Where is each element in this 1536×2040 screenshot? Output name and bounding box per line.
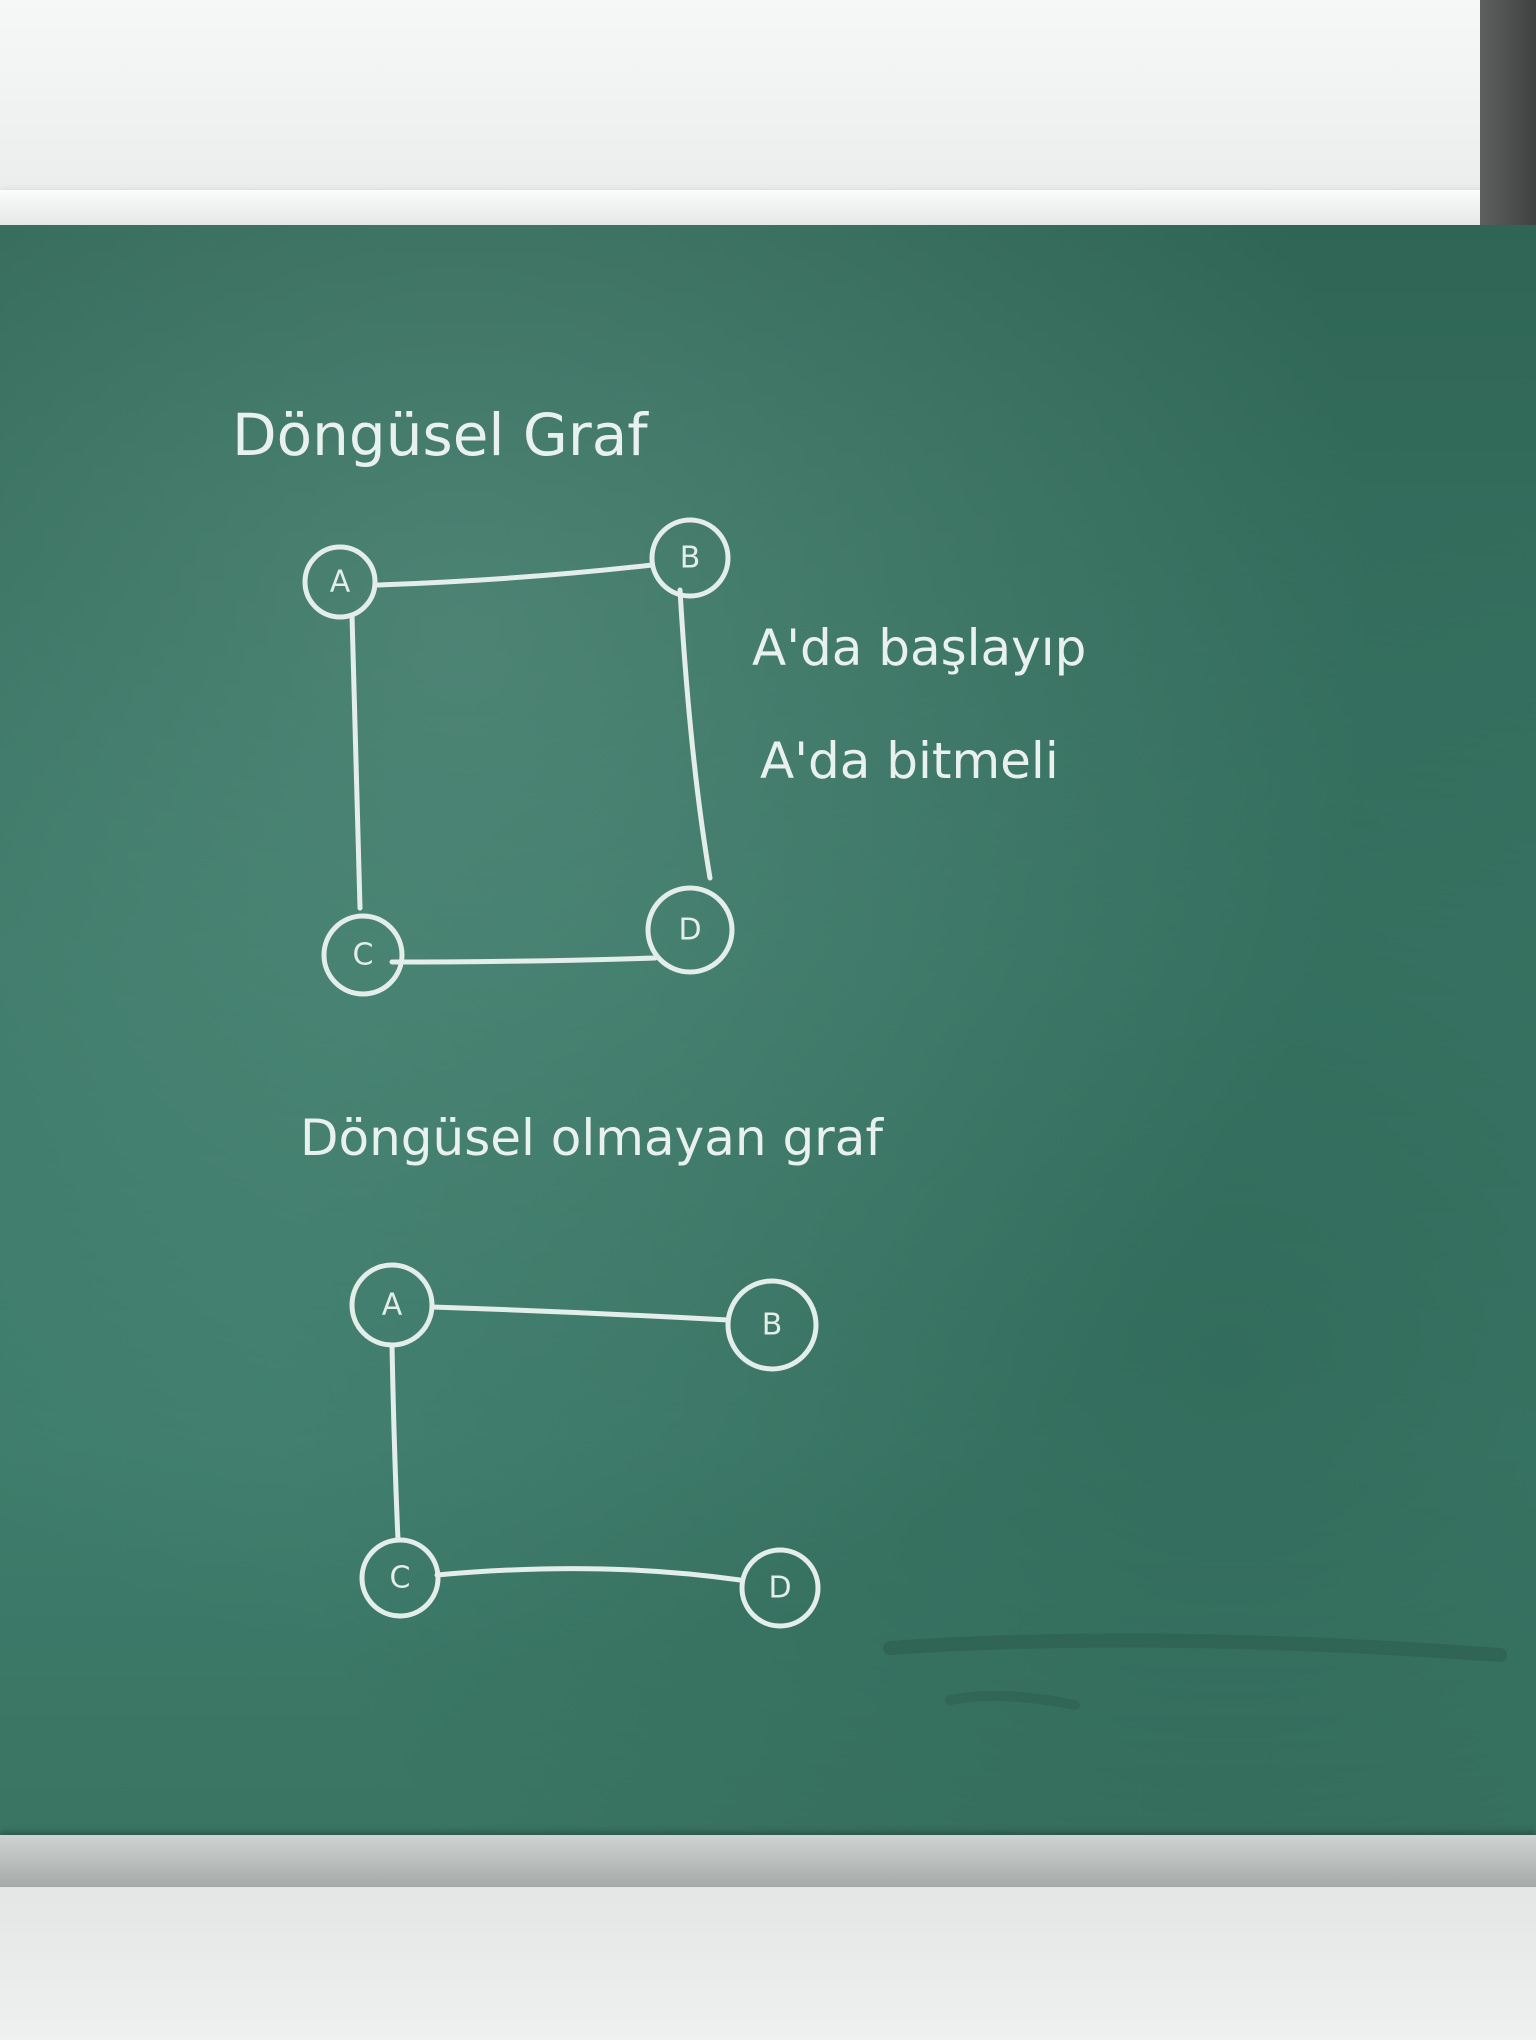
node-b-acyclic: B: [725, 1278, 819, 1372]
node-a-acyclic: A: [349, 1262, 435, 1348]
cyclic-graph-diagram: Döngüsel Graf A B C D A'da başlayıp A'da…: [232, 401, 1086, 997]
node-b-acyclic-label: B: [762, 1308, 783, 1343]
node-d-label: D: [678, 913, 701, 948]
edge-a-b: [375, 562, 655, 588]
node-d: D: [645, 885, 735, 975]
node-c-circle: [321, 913, 405, 997]
edge-c-d-acyclic: [434, 1566, 743, 1583]
node-a-circle: [302, 544, 378, 620]
node-b: B: [649, 517, 731, 599]
node-c: C: [321, 913, 405, 997]
cyclic-graph-note-line2: A'da bitmeli: [760, 732, 1059, 790]
edge-a-c-acyclic: [389, 1342, 401, 1543]
node-b-acyclic-circle: [725, 1278, 819, 1372]
node-c-acyclic: C: [359, 1537, 441, 1619]
edge-a-b-acyclic: [429, 1304, 731, 1323]
acyclic-graph-diagram: Döngüsel olmayan graf A B C D: [300, 1109, 884, 1629]
chalk-tray: [0, 1835, 1536, 1887]
edge-b-d: [677, 587, 713, 881]
edge-c-d: [389, 955, 658, 965]
node-a-acyclic-circle: [349, 1262, 435, 1348]
erased-smudge-2: [945, 1691, 1080, 1710]
node-d-acyclic: D: [739, 1547, 821, 1629]
node-c-acyclic-circle: [359, 1537, 441, 1619]
node-a-acyclic-label: A: [382, 1288, 403, 1323]
cyclic-graph-note-line1: A'da başlayıp: [752, 619, 1086, 677]
chalkboard: [0, 225, 1536, 1850]
erased-smudge: [883, 1633, 1507, 1662]
node-d-acyclic-label: D: [768, 1571, 791, 1606]
node-d-circle: [645, 885, 735, 975]
cyclic-graph-title: Döngüsel Graf: [232, 401, 649, 469]
node-c-acyclic-label: C: [390, 1561, 411, 1596]
node-c-label: C: [353, 938, 374, 973]
acyclic-graph-title: Döngüsel olmayan graf: [300, 1109, 884, 1167]
node-a: A: [302, 544, 378, 620]
node-d-acyclic-circle: [739, 1547, 821, 1629]
wall: [0, 1887, 1536, 2040]
wall-frame: [1480, 0, 1536, 250]
node-b-circle: [649, 517, 731, 599]
edge-a-c: [349, 612, 363, 911]
node-a-label: A: [330, 565, 351, 600]
node-b-label: B: [680, 541, 701, 576]
